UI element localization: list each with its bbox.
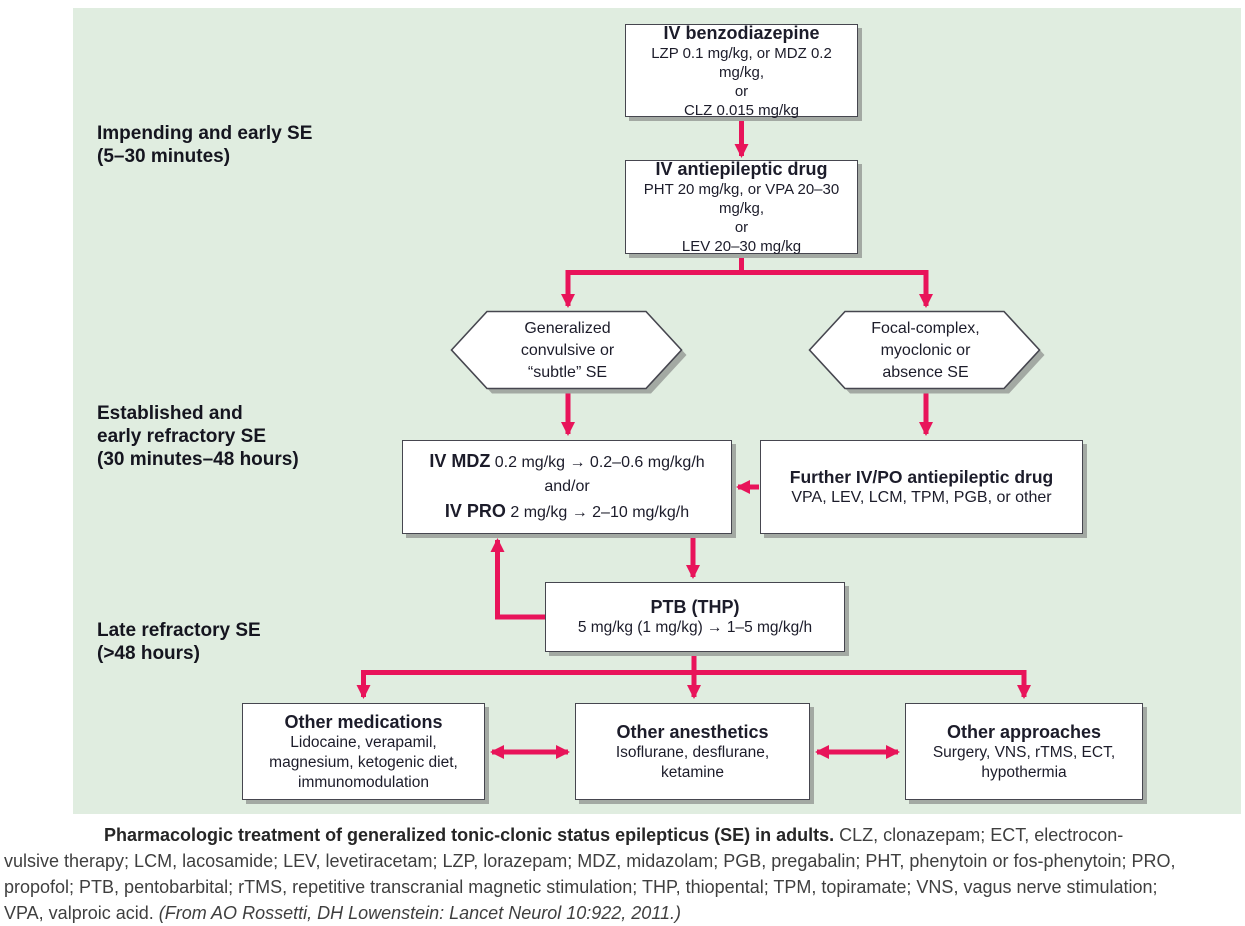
arrow-ptb-back-to-mdzpro	[490, 538, 546, 620]
node-title: Other medications	[284, 711, 443, 732]
node-line: immunomodulation	[298, 773, 429, 791]
node-iv-antiepileptic-drug: IV antiepileptic drug PHT 20 mg/kg, or V…	[625, 159, 858, 255]
node-line: IV MDZ 0.2 mg/kg → 0.2–0.6 mg/kg/h	[429, 449, 704, 475]
node-further-iv-po-antiepileptic: Further IV/PO antiepileptic drug VPA, LE…	[760, 440, 1083, 534]
stage-line: Established and	[97, 403, 243, 424]
node-line: IV PRO 2 mg/kg → 2–10 mg/kg/h	[445, 499, 689, 525]
node-other-medications: Other medications Lidocaine, verapamil, …	[242, 703, 485, 800]
stage-line: (>48 hours)	[97, 643, 200, 664]
hexagon-shape	[450, 310, 687, 394]
hexagon-text: Generalized convulsive or “subtle” SE	[452, 312, 683, 390]
node-other-approaches: Other approaches Surgery, VNS, rTMS, ECT…	[905, 703, 1143, 800]
stage-line: Impending and early SE	[97, 123, 313, 144]
caption-line: VPA, valproic acid. (From AO Rossetti, D…	[4, 900, 1244, 926]
node-title: Other anesthetics	[616, 721, 769, 742]
node-line: LZP 0.1 mg/kg, or MDZ 0.2 mg/kg,	[651, 44, 832, 81]
caption-text: CLZ, clonazepam; ECT, electrocon-	[834, 825, 1124, 845]
node-line: Surgery, VNS, rTMS, ECT,	[932, 743, 1116, 761]
drug-name: IV PRO	[444, 501, 506, 521]
node-title: Other approaches	[946, 721, 1102, 742]
stage-line: early refractory SE	[97, 426, 266, 447]
node-line: 5 mg/kg (1 mg/kg) → 1–5 mg/kg/h	[577, 619, 813, 636]
stage-label-established: Established and early refractory SE (30 …	[97, 402, 299, 471]
drug-name: IV MDZ	[429, 451, 491, 471]
node-line: Isoflurane, desflurane,	[615, 743, 770, 761]
caption-line: Pharmacologic treatment of generalized t…	[4, 822, 1244, 848]
flowchart-panel	[73, 8, 1241, 814]
caption-line: propofol; PTB, pentobarbital; rTMS, repe…	[4, 877, 1158, 897]
node-iv-benzodiazepine: IV benzodiazepine LZP 0.1 mg/kg, or MDZ …	[625, 22, 858, 119]
node-title: Further IV/PO antiepileptic drug	[789, 467, 1054, 487]
stage-line: (30 minutes–48 hours)	[97, 449, 299, 470]
node-line: hypothermia	[981, 763, 1067, 781]
caption-line: vulsive therapy; LCM, lacosamide; LEV, l…	[4, 851, 1176, 871]
node-line: LEV 20–30 mg/kg	[681, 238, 802, 255]
node-line: absence SE	[882, 364, 969, 381]
node-line: and/or	[544, 478, 590, 495]
node-line: Generalized	[524, 320, 611, 337]
node-line: Lidocaine, verapamil,	[290, 733, 437, 751]
caption-citation: (From AO Rossetti, DH Lowenstein: Lancet…	[158, 903, 681, 923]
node-line: ketamine	[661, 763, 724, 781]
node-generalized-convulsive-se: Generalized convulsive or “subtle” SE	[450, 310, 691, 396]
node-focal-complex-se: Focal-complex, myoclonic or absence SE	[808, 310, 1049, 396]
node-title: IV antiepileptic drug	[655, 159, 828, 179]
node-line: CLZ 0.015 mg/kg	[683, 101, 800, 119]
node-ptb-thp: PTB (THP) 5 mg/kg (1 mg/kg) → 1–5 mg/kg/…	[545, 582, 845, 652]
node-title: PTB (THP)	[650, 597, 740, 617]
node-line: convulsive or	[520, 342, 615, 359]
stage-line: Late refractory SE	[97, 620, 261, 641]
node-line: magnesium, ketogenic diet,	[269, 753, 458, 771]
node-title: IV benzodiazepine	[663, 22, 820, 43]
node-line: or	[734, 82, 749, 100]
stage-line: (5–30 minutes)	[97, 146, 231, 167]
node-other-anesthetics: Other anesthetics Isoflurane, desflurane…	[575, 703, 810, 800]
hexagon-text: Focal-complex, myoclonic or absence SE	[810, 312, 1041, 390]
hexagon-shape	[808, 310, 1045, 394]
node-line: PHT 20 mg/kg, or VPA 20–30 mg/kg,	[643, 181, 840, 217]
node-line: Focal-complex,	[871, 320, 980, 337]
stage-label-impending: Impending and early SE (5–30 minutes)	[97, 122, 312, 168]
figure-caption: Pharmacologic treatment of generalized t…	[4, 822, 1244, 926]
node-line: VPA, LEV, LCM, TPM, PGB, or other	[791, 489, 1052, 506]
stage-label-late: Late refractory SE (>48 hours)	[97, 619, 261, 665]
node-line: or	[734, 219, 749, 236]
caption-text: VPA, valproic acid.	[4, 903, 159, 923]
dose-text: 2 mg/kg → 2–10 mg/kg/h	[505, 504, 690, 521]
node-line: myoclonic or	[880, 342, 971, 359]
node-iv-mdz-pro: IV MDZ 0.2 mg/kg → 0.2–0.6 mg/kg/h and/o…	[402, 440, 732, 534]
dose-text: 0.2 mg/kg → 0.2–0.6 mg/kg/h	[490, 454, 705, 471]
node-line: “subtle” SE	[527, 364, 608, 381]
caption-bold-title: Pharmacologic treatment of generalized t…	[104, 825, 835, 845]
